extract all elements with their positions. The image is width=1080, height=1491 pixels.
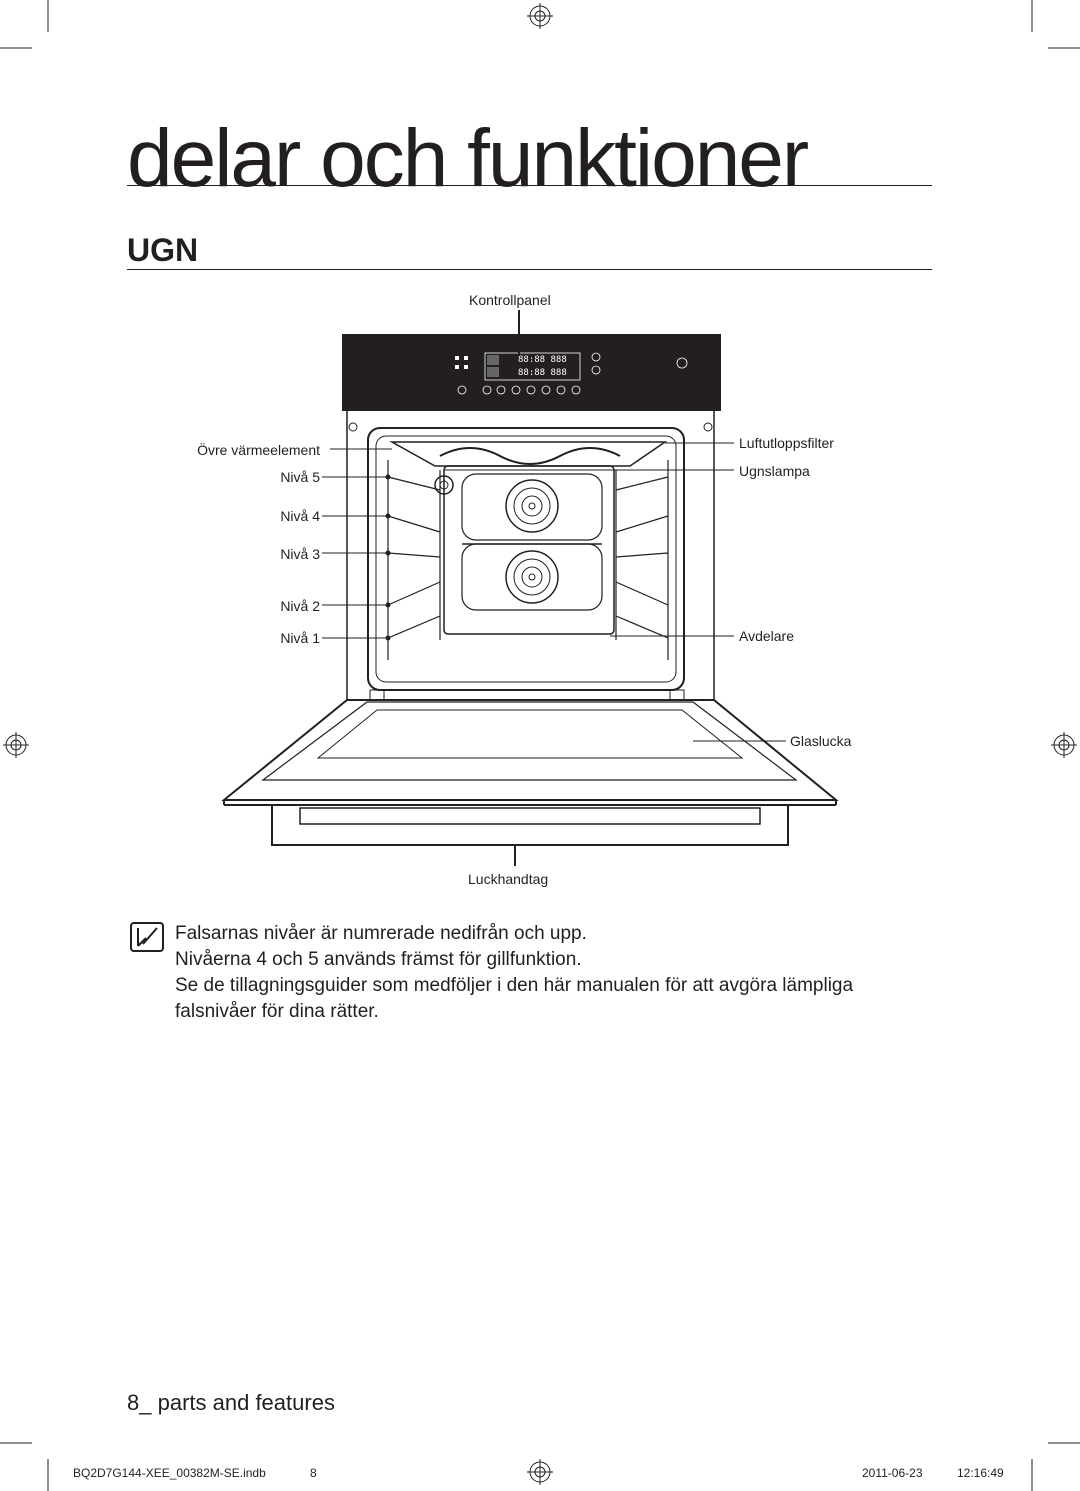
label-control-panel: Kontrollpanel (469, 292, 551, 308)
label-door-handle: Luckhandtag (468, 871, 549, 887)
oven-door (221, 689, 839, 846)
label-level-4: Nivå 4 (280, 508, 320, 524)
note-line-3: Se de tillagningsguider som medföljer i … (175, 975, 854, 1022)
section-rule (127, 269, 932, 270)
section-heading: UGN (127, 232, 199, 268)
page-section: parts and features (157, 1390, 335, 1415)
oven-diagram: 88:88 888 88:88 888 (221, 310, 839, 866)
page-footer: 8_ parts and features (127, 1390, 335, 1416)
label-upper-heating-element: Övre värmeelement (197, 442, 320, 458)
oven-body (346, 411, 715, 700)
note-line-1: Falsarnas nivåer är numrerade nedifrån o… (175, 923, 587, 944)
note-icon (130, 922, 164, 952)
label-oven-lamp: Ugnslampa (739, 463, 810, 479)
registration-mark-top (527, 3, 553, 29)
label-air-outlet-filter: Luftutloppsfilter (739, 435, 834, 451)
control-panel-illustration: 88:88 888 88:88 888 (342, 334, 721, 411)
registration-mark-bottom (527, 1459, 553, 1485)
label-divider: Avdelare (739, 628, 795, 644)
leader-lines (322, 310, 786, 866)
label-level-3: Nivå 3 (280, 546, 320, 562)
note-text: Falsarnas nivåer är numrerade nedifrån o… (175, 921, 935, 1025)
page-number: 8_ (127, 1390, 152, 1415)
registration-mark-left (3, 732, 29, 758)
print-time: 12:16:49 (957, 1466, 1004, 1480)
label-level-1: Nivå 1 (280, 630, 320, 646)
svg-text:88:88 888: 88:88 888 (518, 355, 567, 365)
print-date: 2011-06-23 (862, 1466, 923, 1480)
label-level-5: Nivå 5 (280, 469, 320, 485)
registration-mark-right (1051, 732, 1077, 758)
label-glass-door: Glaslucka (790, 733, 852, 749)
svg-text:88:88 888: 88:88 888 (518, 368, 567, 378)
note-line-2: Nivåerna 4 och 5 används främst för gill… (175, 949, 582, 970)
chapter-rule (127, 185, 932, 186)
file-page: 8 (310, 1466, 317, 1480)
label-level-2: Nivå 2 (280, 598, 320, 614)
file-name: BQ2D7G144-XEE_00382M-SE.indb (73, 1466, 266, 1480)
